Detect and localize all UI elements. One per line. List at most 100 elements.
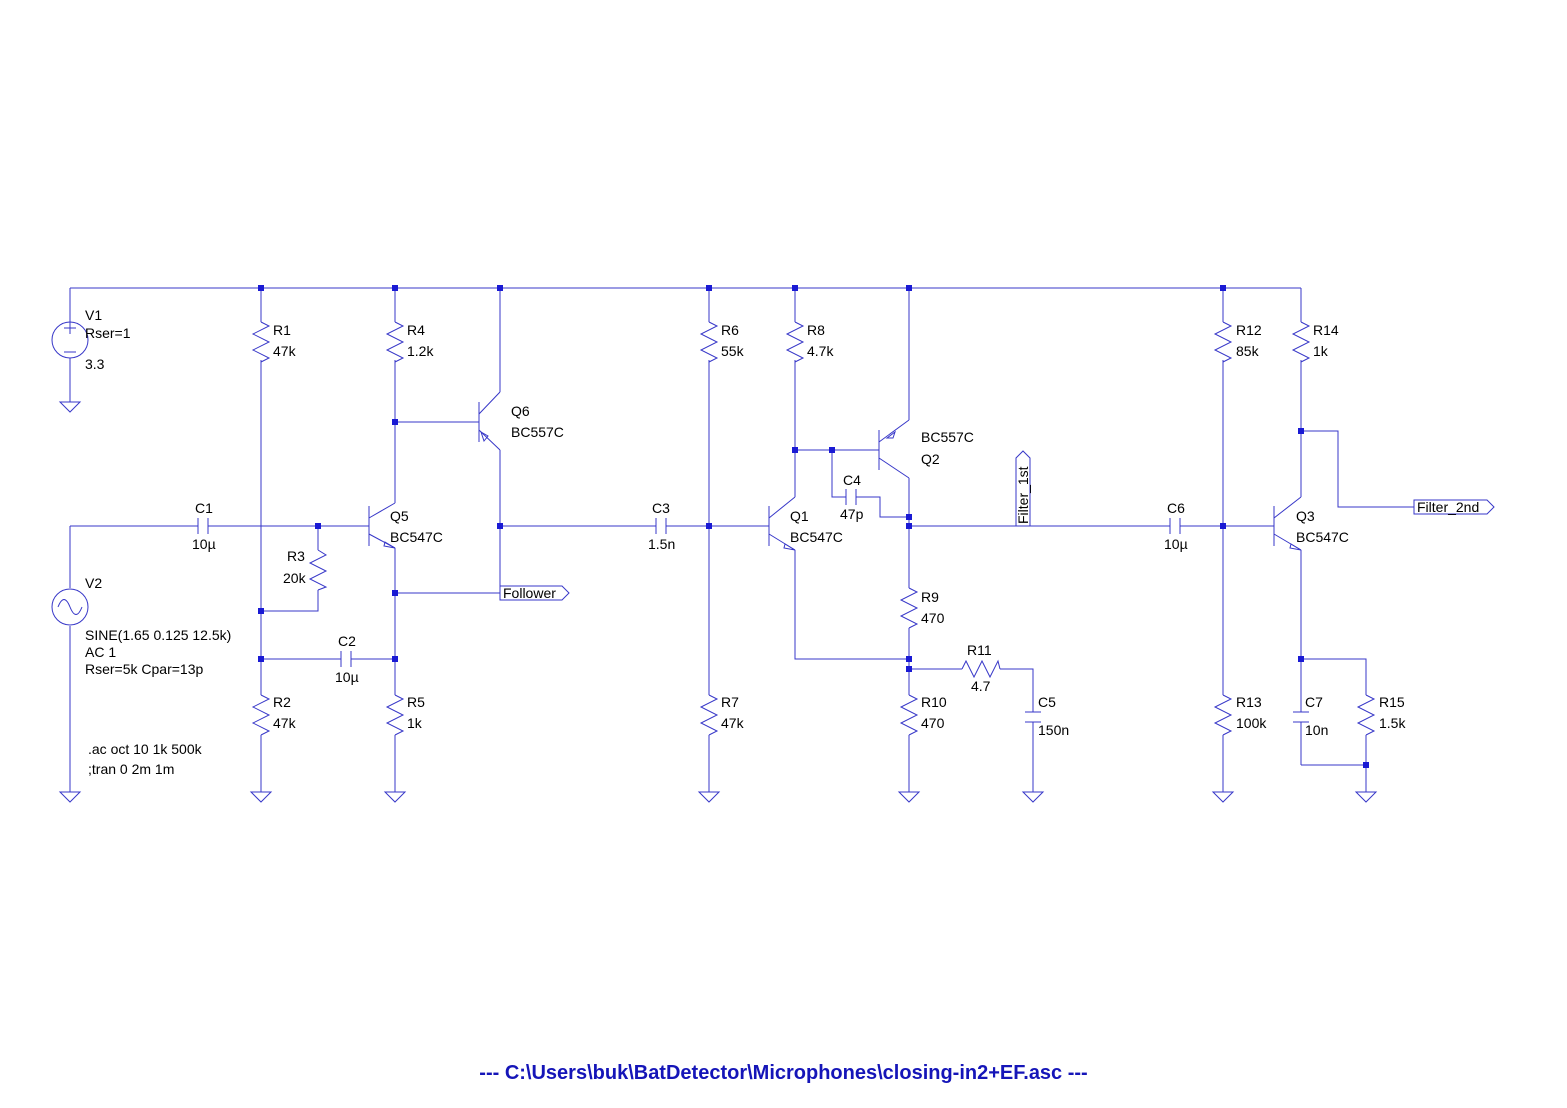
- c2-symbol[interactable]: [340, 651, 352, 667]
- c4-symbol[interactable]: [845, 489, 857, 505]
- r4-value: 1.2k: [407, 343, 434, 359]
- q6-transistor[interactable]: [470, 391, 501, 451]
- r11-value: 4.7: [971, 678, 991, 694]
- r2-designator: R2: [273, 694, 291, 710]
- c6-value: 10µ: [1164, 536, 1188, 552]
- v2-source[interactable]: [51, 588, 89, 626]
- c5-symbol[interactable]: [1025, 711, 1041, 723]
- r15-symbol[interactable]: [1356, 694, 1376, 736]
- r15-value: 1.5k: [1379, 715, 1406, 731]
- c1-symbol[interactable]: [197, 518, 209, 534]
- r2-value: 47k: [273, 715, 297, 731]
- r9-symbol[interactable]: [899, 587, 919, 629]
- svg-text:Follower: Follower: [503, 585, 556, 601]
- r14-designator: R14: [1313, 322, 1339, 338]
- net-label-filter-2nd[interactable]: Filter_2nd: [1413, 499, 1495, 515]
- r11-symbol[interactable]: [961, 659, 1001, 679]
- svg-text:Filter_2nd: Filter_2nd: [1417, 499, 1479, 515]
- v2-line-3: Rser=5k Cpar=13p: [85, 661, 204, 677]
- r3-symbol[interactable]: [308, 549, 328, 591]
- q5-transistor[interactable]: [360, 502, 396, 549]
- net-label-follower[interactable]: Follower: [499, 585, 570, 601]
- r8-designator: R8: [807, 322, 825, 338]
- q2-designator: Q2: [921, 451, 940, 467]
- v1-value: Rser=1: [85, 325, 131, 341]
- r7-symbol[interactable]: [699, 694, 719, 736]
- component-labels: V1 Rser=1 3.3 V2 SINE(1.65 0.125 12.5k) …: [85, 307, 1406, 777]
- q5-value: BC547C: [390, 529, 443, 545]
- r2-symbol[interactable]: [251, 694, 271, 736]
- q1-designator: Q1: [790, 508, 809, 524]
- v2-line-2: AC 1: [85, 644, 116, 660]
- r11-designator: R11: [967, 642, 992, 658]
- v2-line-1: SINE(1.65 0.125 12.5k): [85, 627, 231, 643]
- spice-directive-tran: ;tran 0 2m 1m: [88, 761, 174, 777]
- q1-transistor[interactable]: [760, 496, 796, 551]
- net-label-filter-1st[interactable]: Filter_1st: [1015, 450, 1031, 527]
- r8-symbol[interactable]: [785, 321, 805, 363]
- q3-transistor[interactable]: [1265, 496, 1302, 551]
- spice-directive-ac: .ac oct 10 1k 500k: [88, 741, 203, 757]
- c2-value: 10µ: [335, 669, 359, 685]
- r3-designator: R3: [287, 548, 305, 564]
- r10-designator: R10: [921, 694, 947, 710]
- c2-designator: C2: [338, 633, 356, 649]
- q3-designator: Q3: [1296, 508, 1315, 524]
- r12-designator: R12: [1236, 322, 1262, 338]
- v1-designator: V1: [85, 307, 102, 323]
- r6-symbol[interactable]: [699, 321, 719, 363]
- r13-designator: R13: [1236, 694, 1262, 710]
- r7-value: 47k: [721, 715, 745, 731]
- c4-designator: C4: [843, 472, 861, 488]
- r12-value: 85k: [1236, 343, 1260, 359]
- c3-value: 1.5n: [648, 536, 675, 552]
- r5-value: 1k: [407, 715, 423, 731]
- q3-value: BC547C: [1296, 529, 1349, 545]
- r9-value: 470: [921, 610, 945, 626]
- r8-value: 4.7k: [807, 343, 834, 359]
- r10-value: 470: [921, 715, 945, 731]
- r9-designator: R9: [921, 589, 939, 605]
- v2-designator: V2: [85, 575, 102, 591]
- r10-symbol[interactable]: [899, 694, 919, 736]
- r14-value: 1k: [1313, 343, 1329, 359]
- r6-designator: R6: [721, 322, 739, 338]
- q6-designator: Q6: [511, 403, 530, 419]
- r13-symbol[interactable]: [1213, 694, 1233, 736]
- r1-designator: R1: [273, 322, 291, 338]
- r5-designator: R5: [407, 694, 425, 710]
- c5-designator: C5: [1038, 694, 1056, 710]
- r5-symbol[interactable]: [385, 694, 405, 736]
- c6-symbol[interactable]: [1169, 518, 1181, 534]
- svg-text:Filter_1st: Filter_1st: [1015, 466, 1031, 524]
- wires: [69, 287, 1414, 782]
- r14-symbol[interactable]: [1291, 321, 1311, 363]
- c5-value: 150n: [1038, 722, 1069, 738]
- r1-symbol[interactable]: [251, 321, 271, 363]
- c1-value: 10µ: [192, 536, 216, 552]
- r4-symbol[interactable]: [385, 321, 405, 363]
- q1-value: BC547C: [790, 529, 843, 545]
- ground-symbols: [59, 391, 1377, 803]
- q2-value: BC557C: [921, 429, 974, 445]
- v1-voltage: 3.3: [85, 356, 105, 372]
- c7-symbol[interactable]: [1293, 711, 1309, 723]
- c7-value: 10n: [1305, 722, 1328, 738]
- file-path-footer: --- C:\Users\buk\BatDetector\Microphones…: [479, 1062, 1088, 1084]
- r3-value: 20k: [283, 570, 307, 586]
- capacitors: [197, 489, 1309, 723]
- r1-value: 47k: [273, 343, 297, 359]
- r7-designator: R7: [721, 694, 739, 710]
- c7-designator: C7: [1305, 694, 1323, 710]
- c4-value: 47p: [840, 506, 864, 522]
- r12-symbol[interactable]: [1213, 321, 1233, 363]
- c1-designator: C1: [195, 500, 213, 516]
- resistors: [251, 321, 1376, 736]
- v1-source[interactable]: [51, 321, 89, 359]
- c3-symbol[interactable]: [655, 518, 667, 534]
- q5-designator: Q5: [390, 508, 409, 524]
- c3-designator: C3: [652, 500, 670, 516]
- q2-transistor[interactable]: [870, 419, 910, 479]
- junctions: [258, 285, 1369, 768]
